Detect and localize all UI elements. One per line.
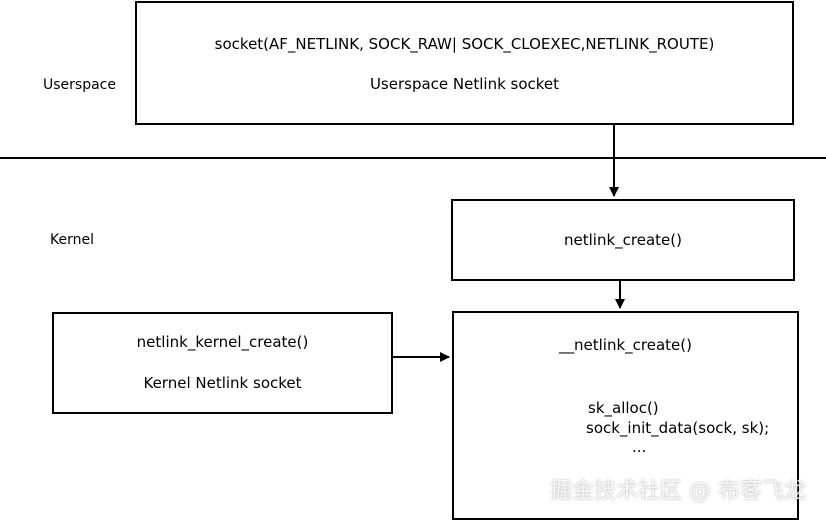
netlink-create-label: netlink_create() [564, 231, 682, 249]
netlink-kernel-create-text: netlink_kernel_create() [136, 333, 309, 351]
watermark-text: 掘金技术社区 @ 布客飞龙 [550, 479, 806, 504]
socket-call-text: socket(AF_NETLINK, SOCK_RAW| SOCK_CLOEXE… [214, 35, 715, 53]
sk-alloc-text: sk_alloc() [588, 399, 659, 417]
internal-netlink-create-title: __netlink_create() [559, 336, 692, 354]
netlink-create-box: netlink_create() [451, 199, 795, 281]
kernel-socket-label: Kernel Netlink socket [143, 374, 302, 392]
internal-netlink-create-box: __netlink_create() sk_alloc() sock_init_… [452, 311, 799, 520]
kernel-zone-label: Kernel [50, 232, 94, 248]
userspace-socket-box: socket(AF_NETLINK, SOCK_RAW| SOCK_CLOEXE… [135, 1, 794, 125]
userspace-zone-label: Userspace [43, 77, 116, 93]
sock-init-data-text: sock_init_data(sock, sk); [586, 419, 770, 437]
kernel-socket-box: netlink_kernel_create() Kernel Netlink s… [52, 312, 393, 414]
ellipsis-text: ... [632, 438, 647, 456]
userspace-kernel-divider [0, 157, 826, 159]
userspace-socket-label: Userspace Netlink socket [369, 75, 560, 93]
